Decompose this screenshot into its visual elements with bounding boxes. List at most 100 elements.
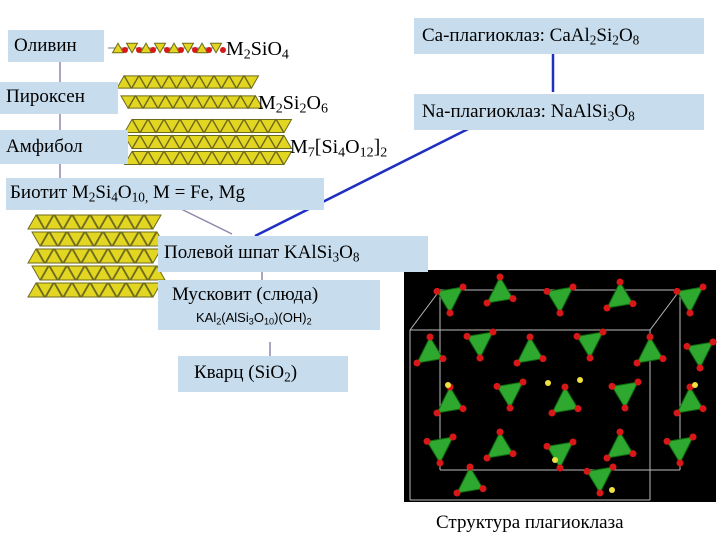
biotite-tetrahedron <box>49 265 67 281</box>
oxygen-atom <box>509 450 517 458</box>
pyroxene-label-box: Пироксен <box>0 82 118 114</box>
biotite-tetrahedron <box>45 214 63 230</box>
oxygen-atom <box>621 404 629 412</box>
oxygen-atom <box>646 333 654 341</box>
biotite-tetrahedron <box>49 231 67 247</box>
oxygen-atom <box>509 295 517 303</box>
biotite-tetrahedron <box>81 282 99 298</box>
oxygen-atom <box>599 328 607 336</box>
pyroxene-tetrahedron <box>243 75 260 90</box>
biotite-tetrahedron <box>81 248 99 264</box>
oxygen-atom <box>586 354 594 362</box>
oxygen-atom <box>609 463 617 471</box>
biotite-tetrahedron <box>40 231 58 247</box>
biotite-tetrahedron <box>126 214 144 230</box>
oxygen-atom <box>543 287 551 295</box>
oxygen-atom <box>459 405 467 413</box>
oxygen-atom <box>449 433 457 441</box>
oxygen-atom <box>556 464 564 472</box>
oxygen-atom <box>476 354 484 362</box>
plagioclase-caption: Структура плагиоклаза <box>436 512 624 533</box>
biotite-tetrahedron <box>72 214 90 230</box>
oxygen-atom <box>569 438 577 446</box>
oxygen-atom <box>689 433 697 441</box>
biotite-tetrahedron <box>27 248 45 264</box>
olivine-label: Оливин <box>14 35 77 56</box>
oxygen-atom <box>673 409 681 417</box>
oxygen-atom <box>633 359 641 367</box>
biotite-tetrahedron <box>148 265 166 281</box>
oxygen-atom <box>709 338 717 346</box>
cation-dot <box>150 47 156 53</box>
oxygen-atom <box>569 283 577 291</box>
oxygen-atom <box>561 383 569 391</box>
oxygen-atom <box>573 332 581 340</box>
cation-atom <box>692 382 698 388</box>
silicon-tetrahedron <box>496 381 524 410</box>
oxygen-atom <box>413 359 421 367</box>
oxygen-atom <box>634 378 642 386</box>
biotite-tetrahedron <box>103 265 121 281</box>
biotite-tetrahedron <box>63 282 81 298</box>
oxygen-atom <box>539 355 547 363</box>
biotite-tetrahedron <box>67 231 85 247</box>
biotite-tetrahedron <box>90 214 108 230</box>
biotite-tetrahedron <box>27 214 45 230</box>
oxygen-atom <box>426 333 434 341</box>
olivine-tetrahedra-image <box>108 42 226 54</box>
cation-atom <box>445 382 451 388</box>
biotite-tetrahedron <box>36 248 54 264</box>
biotite-tetrahedron <box>99 282 117 298</box>
biotite-tetrahedron <box>112 231 130 247</box>
oxygen-atom <box>683 342 691 350</box>
oxygen-atom <box>603 454 611 462</box>
oxygen-atom <box>548 409 556 417</box>
amphibole-tetrahedron <box>275 150 293 166</box>
biotite-tetrahedron <box>63 214 81 230</box>
oxygen-atom <box>433 409 441 417</box>
silicon-tetrahedron <box>436 286 464 315</box>
cation-dot <box>206 47 212 53</box>
connector-na-plag-feldspar <box>254 126 471 238</box>
biotite-tetrahedron <box>72 282 90 298</box>
na-plagioclase-box: Na-плагиоклаз: NaAlSi3O8 <box>414 94 704 130</box>
biotite-tetrahedron <box>99 248 117 264</box>
cation-dot <box>178 47 184 53</box>
biotite-tetrahedron <box>144 248 162 264</box>
oxygen-atom <box>686 383 694 391</box>
biotite-tetrahedron <box>117 214 135 230</box>
pyroxene-chain-image <box>116 74 264 110</box>
biotite-label: Биотит M2Si4O10, M = Fe, Mg <box>10 182 246 205</box>
cation-atom <box>545 380 551 386</box>
oxygen-atom <box>543 442 551 450</box>
oxygen-atom <box>489 328 497 336</box>
biotite-tetrahedron <box>139 231 157 247</box>
pyroxene-tetrahedron <box>247 94 264 109</box>
oxygen-atom <box>526 333 534 341</box>
biotite-tetrahedron <box>94 231 112 247</box>
oxygen-atom <box>463 332 471 340</box>
oxygen-atom <box>583 467 591 475</box>
amphibole-tetrahedron <box>275 118 293 134</box>
cation-dot <box>136 47 142 53</box>
silicon-tetrahedron <box>576 331 604 360</box>
oxygen-atom <box>446 309 454 317</box>
silicon-tetrahedron <box>546 286 574 315</box>
silicon-tetrahedron <box>486 430 514 459</box>
silicon-tetrahedron <box>516 335 544 364</box>
oxygen-atom <box>608 382 616 390</box>
biotite-tetrahedron <box>108 248 126 264</box>
oxygen-atom <box>513 359 521 367</box>
biotite-tetrahedron <box>31 265 49 281</box>
biotite-tetrahedron <box>144 282 162 298</box>
silicon-tetrahedron <box>416 335 444 364</box>
biotite-tetrahedron <box>94 265 112 281</box>
biotite-tetrahedron <box>54 214 72 230</box>
silicon-tetrahedron <box>676 286 704 315</box>
biotite-tetrahedron <box>135 214 153 230</box>
biotite-tetrahedron <box>126 282 144 298</box>
olivine-tetrahedron <box>181 42 195 54</box>
amphibole-double-chain-image <box>123 118 293 166</box>
oxygen-atom <box>696 364 704 372</box>
